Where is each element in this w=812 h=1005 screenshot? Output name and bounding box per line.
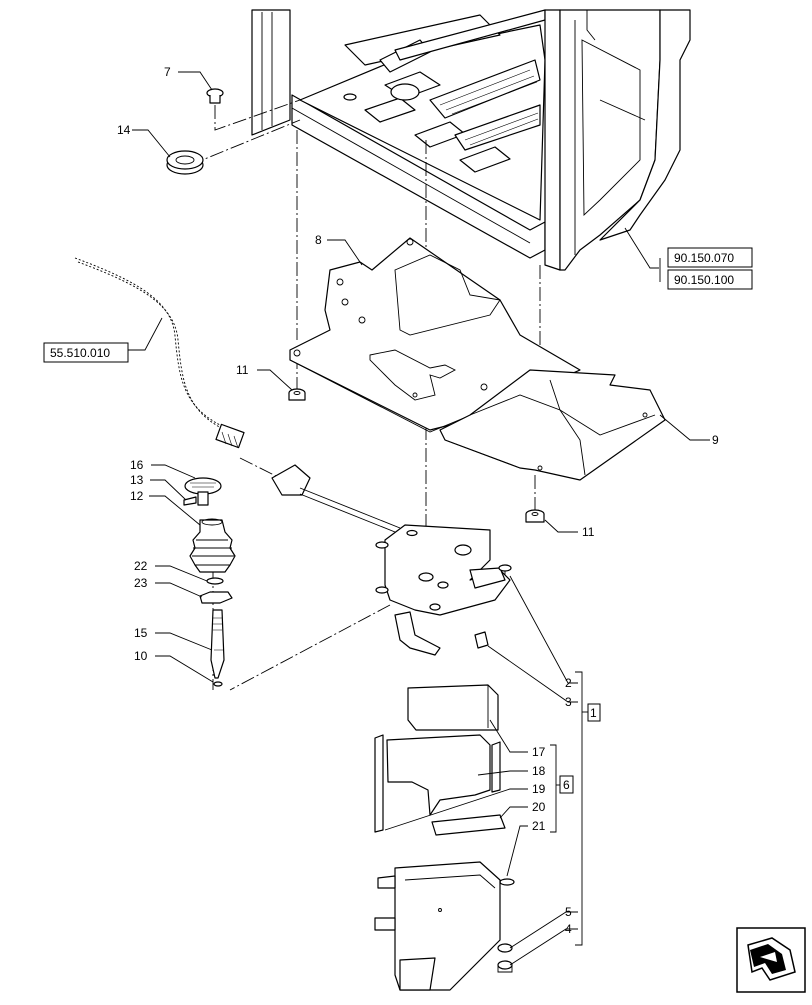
- callout-4: 4: [565, 922, 572, 936]
- group-box-6: 6: [559, 775, 574, 794]
- nut-11-lower: [525, 509, 545, 523]
- callout-8: 8: [315, 233, 322, 247]
- screw-7: [206, 88, 224, 104]
- washer-5: [497, 943, 513, 953]
- callout-19: 19: [532, 782, 546, 796]
- callout-3: 3: [565, 695, 572, 709]
- floor-plate-8: [289, 237, 581, 433]
- screw-2: [498, 564, 512, 572]
- pad-19: [386, 734, 491, 816]
- callout-18: 18: [532, 764, 546, 778]
- callout-17: 17: [532, 745, 546, 759]
- callout-5: 5: [565, 905, 572, 919]
- callout-22: 22: [134, 559, 148, 573]
- callout-21: 21: [532, 819, 546, 833]
- insulation-pads: [374, 684, 506, 836]
- group-bracket-1: [575, 671, 588, 946]
- callout-10: 10: [134, 649, 148, 663]
- pin-13: [183, 496, 197, 506]
- arrow-navigation-icon[interactable]: [736, 927, 806, 993]
- callout-7: 7: [164, 65, 171, 79]
- callout-20: 20: [532, 800, 546, 814]
- boot-12: [189, 519, 236, 573]
- pad-17: [407, 684, 499, 731]
- callout-12: 12: [130, 489, 144, 503]
- nut-10: [213, 681, 223, 687]
- callout-11-lower: 11: [582, 525, 595, 539]
- group-bracket-6: [550, 744, 560, 833]
- washer-22: [206, 577, 224, 585]
- svg-text:55.510.010: 55.510.010: [50, 346, 110, 360]
- callout-14: 14: [117, 123, 131, 137]
- reference-link-55-510-010[interactable]: 55.510.010: [43, 342, 129, 363]
- mounting-bracket: [375, 524, 512, 656]
- group-box-1: 1: [587, 703, 601, 722]
- shaft-15: [210, 609, 225, 679]
- plate-23: [199, 591, 233, 604]
- reference-link-90-150-070[interactable]: 90.150.070: [667, 247, 753, 268]
- pad-20: [431, 814, 506, 836]
- callout-9: 9: [712, 433, 719, 447]
- svg-text:1: 1: [590, 706, 597, 720]
- pad-18: [374, 734, 384, 833]
- svg-text:90.150.100: 90.150.100: [674, 273, 734, 287]
- callout-16: 16: [130, 458, 144, 472]
- svg-text:6: 6: [563, 778, 570, 792]
- callout-2: 2: [565, 676, 572, 690]
- wire-harness: [74, 257, 401, 535]
- lower-cover: [374, 861, 515, 991]
- grommet-14: [166, 150, 204, 175]
- svg-text:90.150.070: 90.150.070: [674, 251, 734, 265]
- callout-15: 15: [134, 626, 148, 640]
- leader-lines: [128, 71, 710, 966]
- joystick-assembly: [183, 477, 236, 687]
- callout-23: 23: [134, 576, 148, 590]
- nut-11-upper: [288, 388, 306, 401]
- cover-panel-9: [439, 369, 666, 481]
- callout-11-upper: 11: [236, 363, 249, 377]
- nut-4: [497, 960, 513, 970]
- cab-frame-assembly: [251, 9, 691, 271]
- reference-link-90-150-100[interactable]: 90.150.100: [667, 269, 753, 290]
- screw-3: [474, 631, 489, 649]
- callout-13: 13: [130, 473, 144, 487]
